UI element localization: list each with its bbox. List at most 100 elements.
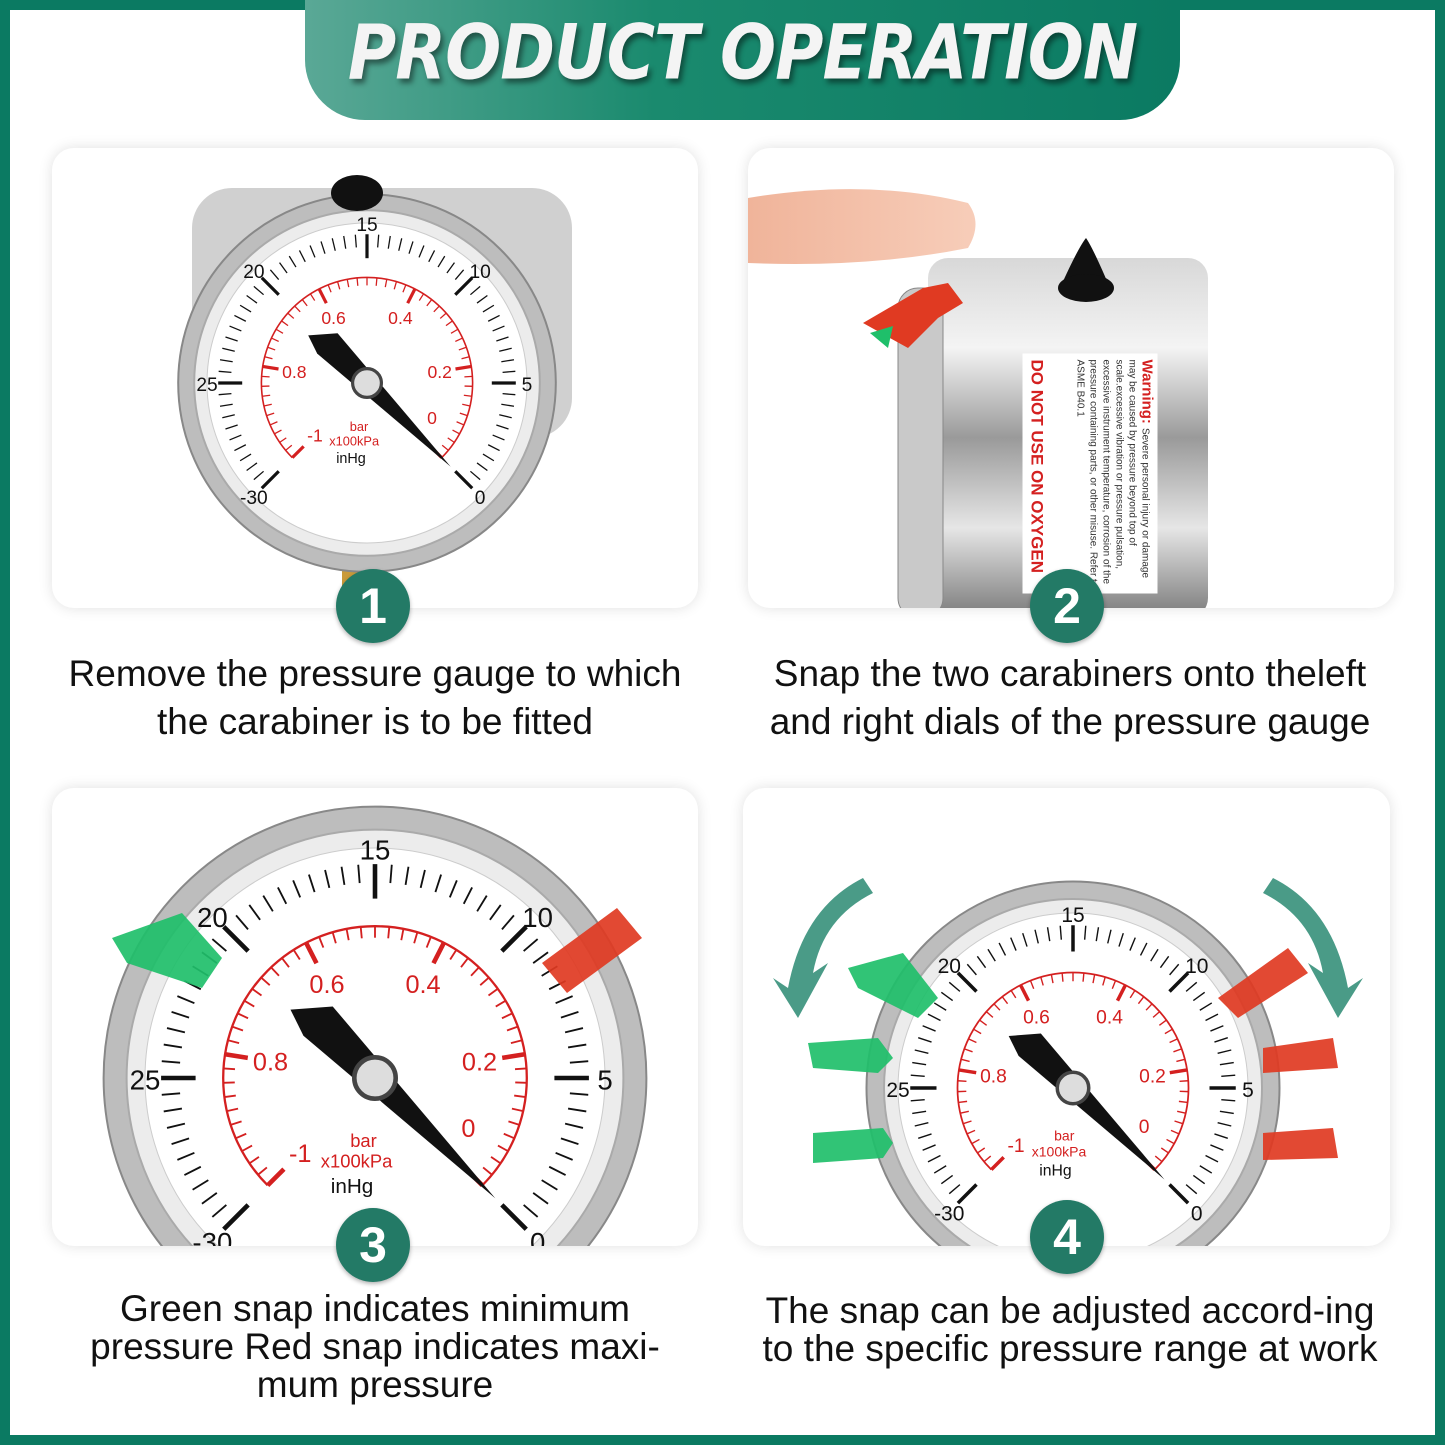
inner-tick bbox=[266, 1167, 286, 1187]
inner-tick bbox=[224, 1094, 236, 1098]
inner-tick bbox=[1179, 1080, 1189, 1082]
outer-tick bbox=[560, 1137, 579, 1145]
inner-tick bbox=[413, 931, 419, 944]
outer-tick bbox=[917, 1133, 932, 1139]
outer-tick bbox=[1118, 932, 1124, 947]
outer-tick bbox=[246, 462, 258, 471]
outer-tick bbox=[171, 1137, 190, 1145]
step-2-caption: Snap the two carabiners onto theleft and… bbox=[769, 653, 1371, 742]
inner-tick bbox=[1019, 984, 1031, 1002]
outer-tick bbox=[183, 1165, 202, 1176]
fill-plug-base bbox=[1058, 274, 1114, 302]
inner-scale-label: 0.2 bbox=[427, 362, 451, 382]
outer-tick bbox=[448, 880, 458, 898]
outer-tick bbox=[487, 444, 500, 452]
outer-tick bbox=[1168, 971, 1190, 993]
outer-tick bbox=[377, 234, 380, 248]
outer-tick bbox=[1219, 1061, 1234, 1066]
outer-tick bbox=[387, 235, 391, 249]
inner-tick bbox=[1177, 1110, 1186, 1114]
outer-tick bbox=[288, 255, 297, 268]
outer-tick bbox=[1168, 1183, 1190, 1205]
outer-tick bbox=[567, 1107, 587, 1113]
outer-tick bbox=[501, 359, 515, 363]
outer-tick bbox=[1150, 948, 1159, 962]
outer-tick bbox=[239, 304, 252, 313]
outer-tick bbox=[541, 1179, 558, 1191]
inner-tick bbox=[426, 299, 433, 307]
outer-scale-label: 15 bbox=[360, 835, 391, 866]
outer-tick bbox=[912, 1061, 927, 1066]
inner-tick bbox=[479, 976, 490, 986]
outer-tick bbox=[446, 262, 455, 274]
outer-tick bbox=[1210, 1144, 1224, 1151]
outer-tick bbox=[469, 470, 481, 481]
outer-tick bbox=[917, 1037, 932, 1043]
inner-tick bbox=[1040, 976, 1044, 986]
outer-tick bbox=[912, 1110, 927, 1115]
outer-tick bbox=[523, 938, 539, 952]
warning-text-block: Warning:Severe personal injury or damage… bbox=[1074, 359, 1156, 588]
inner-tick bbox=[400, 928, 405, 941]
inner-tick bbox=[262, 364, 279, 371]
warning-heading: Warning: bbox=[1138, 359, 1156, 424]
step-3-badge: 3 bbox=[336, 1208, 410, 1282]
outer-tick bbox=[998, 942, 1007, 956]
inner-scale-label: 0.2 bbox=[462, 1049, 497, 1077]
outer-tick bbox=[357, 864, 361, 884]
outer-tick bbox=[1083, 925, 1087, 940]
red-snap-position-2 bbox=[1263, 1038, 1338, 1073]
inner-tick bbox=[318, 936, 325, 948]
inner-tick bbox=[985, 1011, 994, 1018]
inner-tick bbox=[406, 288, 417, 304]
outer-tick bbox=[163, 1043, 183, 1049]
outer-scale-label: 25 bbox=[886, 1079, 909, 1102]
outer-tick bbox=[331, 238, 336, 251]
inner-tick bbox=[227, 1039, 240, 1044]
inner-scale-label: -1 bbox=[289, 1140, 312, 1168]
outer-tick bbox=[500, 925, 528, 953]
oxygen-notice: DO NOT USE ON OXYGEN bbox=[1027, 359, 1047, 573]
outer-tick bbox=[419, 869, 426, 889]
warning-label: Warning:Severe personal injury or damage… bbox=[1022, 353, 1158, 594]
inner-tick bbox=[263, 403, 272, 407]
inner-scale-label: 0.4 bbox=[1096, 1007, 1123, 1028]
inner-scale-label: 0.4 bbox=[405, 971, 440, 999]
inner-tick bbox=[230, 1120, 242, 1126]
outer-tick bbox=[1217, 1049, 1232, 1054]
inner-tick bbox=[1129, 990, 1136, 999]
outer-tick bbox=[177, 1151, 195, 1161]
inner-tick bbox=[223, 1067, 236, 1071]
inner-tick bbox=[359, 926, 363, 939]
step-1-badge: 1 bbox=[336, 569, 410, 643]
inner-tick bbox=[979, 1019, 988, 1026]
inner-tick bbox=[237, 1012, 249, 1020]
inner-tick bbox=[336, 281, 341, 290]
inner-tick bbox=[270, 966, 280, 977]
outer-tick bbox=[555, 995, 573, 1005]
outer-tick bbox=[343, 235, 347, 249]
unit-kpa: x100kPa bbox=[321, 1151, 393, 1172]
inner-scale-label: 0.8 bbox=[282, 362, 307, 382]
outer-tick bbox=[161, 1060, 181, 1064]
unit-inhg: inHg bbox=[336, 451, 366, 467]
outer-tick bbox=[567, 1043, 587, 1049]
outer-tick bbox=[948, 1184, 961, 1195]
inner-tick bbox=[458, 346, 467, 351]
fill-plug bbox=[331, 175, 383, 211]
inner-tick bbox=[279, 437, 287, 443]
outer-tick bbox=[1199, 1002, 1213, 1011]
outer-tick bbox=[496, 424, 509, 430]
inner-tick bbox=[482, 1166, 493, 1176]
inner-tick bbox=[968, 1038, 977, 1044]
inner-tick bbox=[291, 445, 305, 459]
inner-tick bbox=[463, 394, 472, 397]
outer-tick bbox=[1192, 991, 1206, 1002]
outer-tick bbox=[219, 359, 233, 363]
outer-tick bbox=[1210, 1025, 1224, 1032]
inner-tick bbox=[501, 1051, 526, 1061]
outer-tick bbox=[1185, 1184, 1198, 1195]
outer-tick bbox=[569, 1060, 589, 1064]
inner-tick bbox=[269, 421, 278, 426]
inner-tick bbox=[275, 328, 284, 334]
